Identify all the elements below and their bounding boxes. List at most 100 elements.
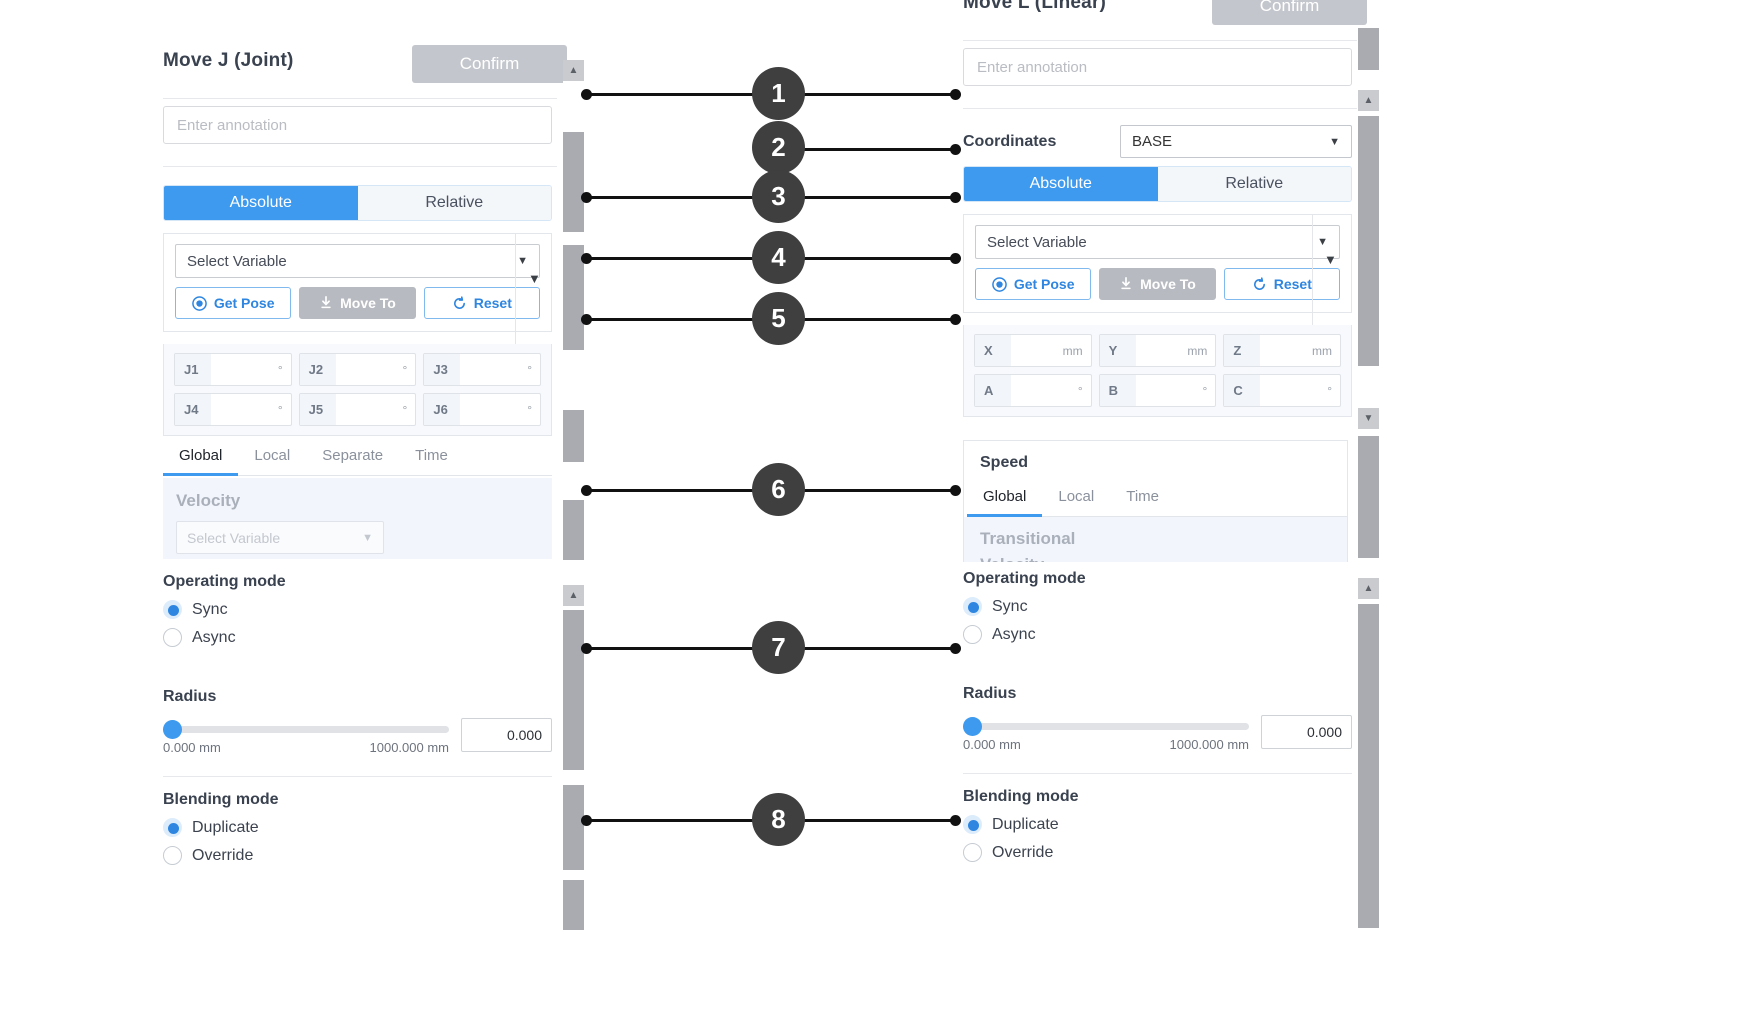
- scrollbar-thumb[interactable]: [563, 500, 584, 560]
- radio-async[interactable]: [963, 625, 982, 644]
- confirm-button[interactable]: Confirm: [412, 45, 567, 83]
- expand-variable-caret-icon[interactable]: ▼: [528, 271, 541, 286]
- scrollbar-thumb[interactable]: [563, 132, 584, 232]
- radius-track[interactable]: [163, 720, 449, 739]
- absolute-relative-toggle[interactable]: Absolute Relative: [963, 166, 1352, 202]
- joint-field-j4[interactable]: J4 °: [174, 393, 292, 426]
- callout-line-5: [778, 318, 958, 321]
- cartesian-field-a[interactable]: A °: [974, 374, 1092, 407]
- joint-field-value[interactable]: [460, 354, 527, 385]
- select-variable-dropdown[interactable]: Select Variable ▼: [975, 225, 1340, 259]
- move-to-button[interactable]: Move To: [299, 287, 416, 319]
- cartesian-field-value[interactable]: [1011, 335, 1063, 366]
- speed-tabs[interactable]: Global Local Time: [967, 481, 1347, 517]
- radius-knob[interactable]: [963, 717, 982, 736]
- cartesian-field-value[interactable]: [1136, 375, 1203, 406]
- confirm-button[interactable]: Confirm: [1212, 0, 1367, 25]
- scroll-up-arrow-icon[interactable]: ▲: [1358, 90, 1379, 111]
- expand-variable-caret-icon[interactable]: ▼: [1324, 252, 1337, 267]
- radius-slider[interactable]: 0.000 mm 1000.000 mm: [963, 715, 1249, 752]
- tab-relative[interactable]: Relative: [1157, 167, 1351, 201]
- cartesian-field-z[interactable]: Z mm: [1223, 334, 1342, 367]
- scroll-up-arrow-icon[interactable]: ▲: [563, 585, 584, 606]
- get-pose-button[interactable]: Get Pose: [975, 268, 1092, 300]
- select-variable-dropdown[interactable]: Select Variable ▼: [175, 244, 540, 278]
- operating-mode-option-sync[interactable]: Sync: [163, 600, 552, 619]
- joint-field-value[interactable]: [211, 354, 278, 385]
- tab-absolute[interactable]: Absolute: [964, 167, 1158, 201]
- operating-mode-option-async[interactable]: Async: [163, 628, 552, 647]
- operating-mode-option-async[interactable]: Async: [963, 625, 1352, 644]
- cartesian-field-value[interactable]: [1260, 375, 1327, 406]
- radio-duplicate[interactable]: [163, 818, 182, 837]
- radio-override[interactable]: [963, 843, 982, 862]
- velocity-variable-dropdown[interactable]: Select Variable ▼: [176, 521, 384, 554]
- blending-mode-section: Blending mode Duplicate Override: [163, 791, 552, 865]
- operating-mode-option-sync[interactable]: Sync: [963, 597, 1352, 616]
- radius-value-input[interactable]: 0.000: [1261, 715, 1352, 749]
- tab-separate[interactable]: Separate: [322, 447, 384, 464]
- joint-field-value[interactable]: [336, 394, 403, 425]
- cartesian-field-y[interactable]: Y mm: [1098, 334, 1217, 367]
- scroll-up-arrow-icon[interactable]: ▲: [1358, 578, 1379, 599]
- cartesian-field-x[interactable]: X mm: [974, 334, 1092, 367]
- radio-async[interactable]: [163, 628, 182, 647]
- joint-field-j6[interactable]: J6 °: [423, 393, 542, 426]
- radius-track[interactable]: [963, 717, 1249, 736]
- tab-absolute[interactable]: Absolute: [164, 186, 358, 220]
- radio-override[interactable]: [163, 846, 182, 865]
- radio-sync[interactable]: [963, 597, 982, 616]
- tab-time[interactable]: Time: [415, 447, 448, 464]
- scrollbar-thumb[interactable]: [1358, 436, 1379, 558]
- absolute-relative-toggle[interactable]: Absolute Relative: [163, 185, 552, 221]
- blending-mode-option-duplicate[interactable]: Duplicate: [163, 818, 552, 837]
- cartesian-field-c[interactable]: C °: [1223, 374, 1342, 407]
- cartesian-field-b[interactable]: B °: [1098, 374, 1217, 407]
- tab-local[interactable]: Local: [254, 447, 291, 464]
- reset-button[interactable]: Reset: [1223, 268, 1340, 300]
- move-to-button[interactable]: Move To: [1099, 268, 1216, 300]
- blending-mode-option-override[interactable]: Override: [963, 843, 1352, 862]
- scrollbar-thumb[interactable]: [563, 610, 584, 770]
- joint-field-value[interactable]: [460, 394, 527, 425]
- tab-global[interactable]: Global: [163, 440, 239, 476]
- radius-value-input[interactable]: 0.000: [461, 718, 552, 752]
- scrollbar-thumb[interactable]: [1358, 116, 1379, 366]
- scrollbar-thumb[interactable]: [1358, 28, 1379, 70]
- scrollbar-thumb[interactable]: [563, 880, 584, 930]
- tab-relative[interactable]: Relative: [357, 186, 551, 220]
- coordinates-dropdown[interactable]: BASE ▼: [1120, 125, 1352, 158]
- joint-field-j5[interactable]: J5 °: [298, 393, 417, 426]
- joint-field-value[interactable]: [336, 354, 403, 385]
- reset-button[interactable]: Reset: [423, 287, 540, 319]
- tab-global[interactable]: Global: [967, 481, 1043, 517]
- tab-local[interactable]: Local: [1058, 488, 1095, 505]
- cartesian-field-value[interactable]: [1011, 375, 1078, 406]
- scrollbar-thumb[interactable]: [563, 245, 584, 350]
- get-pose-button[interactable]: Get Pose: [175, 287, 292, 319]
- cartesian-field-label: A: [975, 375, 1011, 406]
- blending-mode-option-override[interactable]: Override: [163, 846, 552, 865]
- right-panel-scrollbar[interactable]: ▲ ▼ ▲: [1358, 28, 1379, 928]
- scrollbar-thumb[interactable]: [1358, 604, 1379, 928]
- blending-mode-option-duplicate[interactable]: Duplicate: [963, 815, 1352, 834]
- scrollbar-thumb[interactable]: [563, 785, 584, 870]
- annotation-input[interactable]: [163, 106, 552, 144]
- scrollbar-thumb[interactable]: [563, 410, 584, 462]
- annotation-input[interactable]: [963, 48, 1352, 86]
- radius-knob[interactable]: [163, 720, 182, 739]
- radio-sync[interactable]: [163, 600, 182, 619]
- scroll-up-arrow-icon[interactable]: ▲: [563, 60, 584, 81]
- joint-field-j2[interactable]: J2 °: [298, 353, 417, 386]
- radio-duplicate[interactable]: [963, 815, 982, 834]
- tab-time[interactable]: Time: [1126, 488, 1159, 505]
- joint-field-j3[interactable]: J3 °: [423, 353, 542, 386]
- joint-field-j1[interactable]: J1 °: [174, 353, 292, 386]
- cartesian-field-value[interactable]: [1136, 335, 1188, 366]
- radius-slider[interactable]: 0.000 mm 1000.000 mm: [163, 718, 449, 755]
- scroll-down-arrow-icon[interactable]: ▼: [1358, 408, 1379, 429]
- cartesian-field-value[interactable]: [1260, 335, 1312, 366]
- left-panel-scrollbar[interactable]: ▲ ▲: [563, 60, 584, 930]
- joint-field-value[interactable]: [211, 394, 278, 425]
- speed-tabs[interactable]: Global Local Separate Time: [163, 440, 552, 476]
